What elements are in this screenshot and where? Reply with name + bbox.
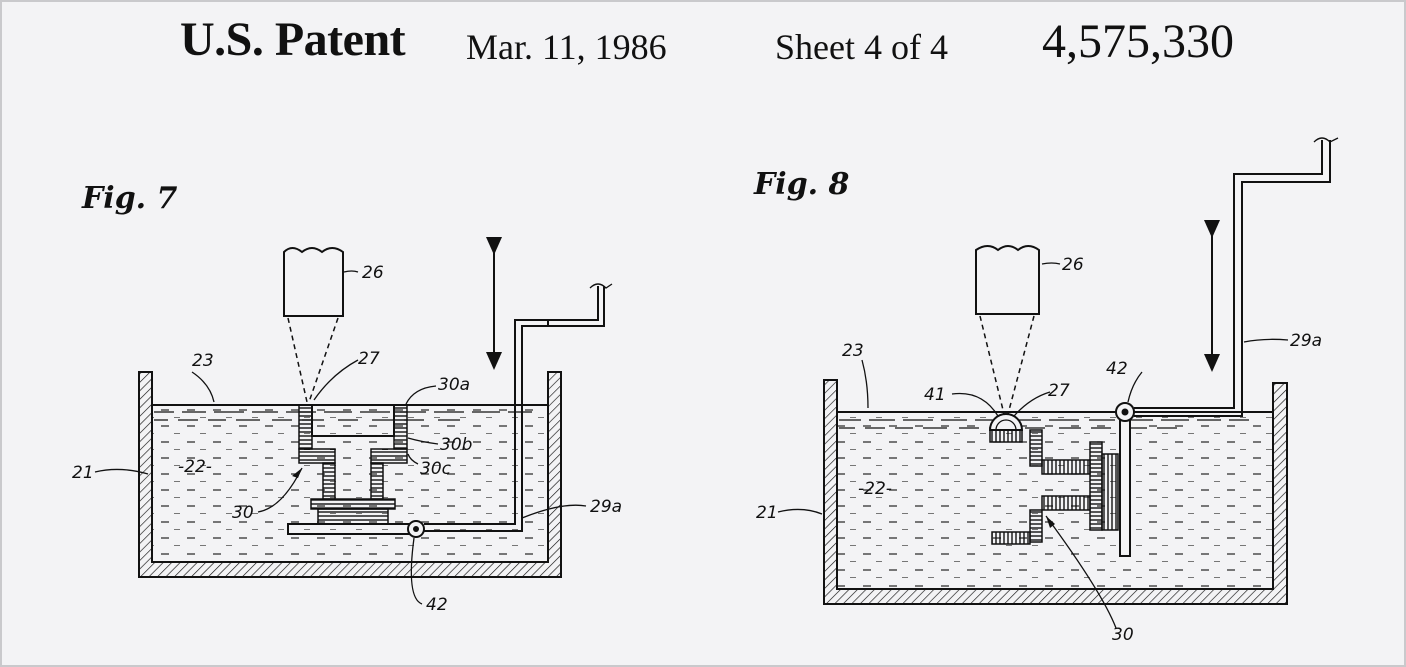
- fig8-ref-23: 23: [842, 341, 864, 361]
- fig7-ref-42: 42: [426, 595, 448, 615]
- fig7-label: Fig. 7: [81, 181, 178, 216]
- fig8-ref-27: 27: [1048, 381, 1070, 401]
- fig7-ref-27: 27: [358, 349, 380, 369]
- fig8-ref-21: 21: [756, 503, 778, 523]
- fig7-ref-21: 21: [72, 463, 94, 483]
- fig7-ref-26: 26: [362, 263, 384, 283]
- fig8-ref-42: 42: [1106, 359, 1128, 379]
- fig7-ref-30a: 30a: [438, 375, 470, 395]
- fig8-vat: [823, 379, 1288, 605]
- fig8-ref-30: 30: [1112, 625, 1134, 645]
- fig8-label: Fig. 8: [753, 167, 850, 202]
- patent-title: U.S. Patent: [180, 13, 406, 66]
- figure-7: Fig. 7: [72, 181, 622, 615]
- patent-number: 4,575,330: [1042, 15, 1234, 68]
- fig7-liquid: [152, 405, 548, 562]
- fig8-light-source: [975, 245, 1040, 315]
- patent-date: Mar. 11, 1986: [466, 27, 667, 67]
- figure-8: Fig. 8: [753, 137, 1339, 645]
- fig8-ref-29a: 29a: [1290, 331, 1322, 351]
- fig7-ref-30b: 30b: [440, 435, 472, 455]
- fig8-element-41: [988, 413, 1024, 431]
- fig8-ref-41: 41: [924, 385, 946, 405]
- fig7-light-source: [283, 247, 344, 317]
- fig7-vat: [138, 371, 562, 578]
- patent-header: U.S. Patent Mar. 11, 1986 Sheet 4 of 4 4…: [2, 10, 1404, 80]
- fig7-ref-22: -22-: [178, 457, 212, 477]
- fig7-ref-23: 23: [192, 351, 214, 371]
- sheet-number: Sheet 4 of 4: [775, 27, 948, 67]
- fig8-ref-26: 26: [1062, 255, 1084, 275]
- fig8-part: [991, 429, 1119, 545]
- fig7-ref-30: 30: [232, 503, 254, 523]
- fig7-part: [298, 404, 408, 525]
- fig8-ref-22: -22-: [858, 479, 892, 499]
- fig7-ref-29a: 29a: [590, 497, 622, 517]
- fig7-ref-30c: 30c: [420, 459, 452, 479]
